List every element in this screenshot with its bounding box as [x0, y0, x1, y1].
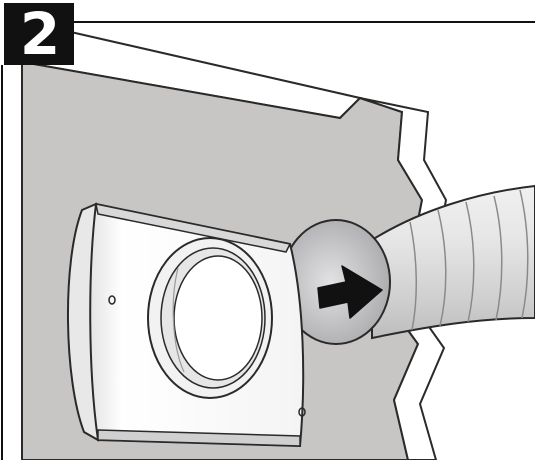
vent-grille-bottom-lip: [97, 429, 301, 447]
screw-hole-left: [108, 295, 116, 305]
vent-grille-top-lip: [95, 203, 292, 253]
screw-hole-right: [298, 407, 306, 417]
grille-collar: [147, 237, 273, 399]
flexible-duct: [371, 184, 535, 340]
insertion-arrow-icon: [317, 265, 383, 319]
step-number-badge: 2: [4, 3, 74, 65]
